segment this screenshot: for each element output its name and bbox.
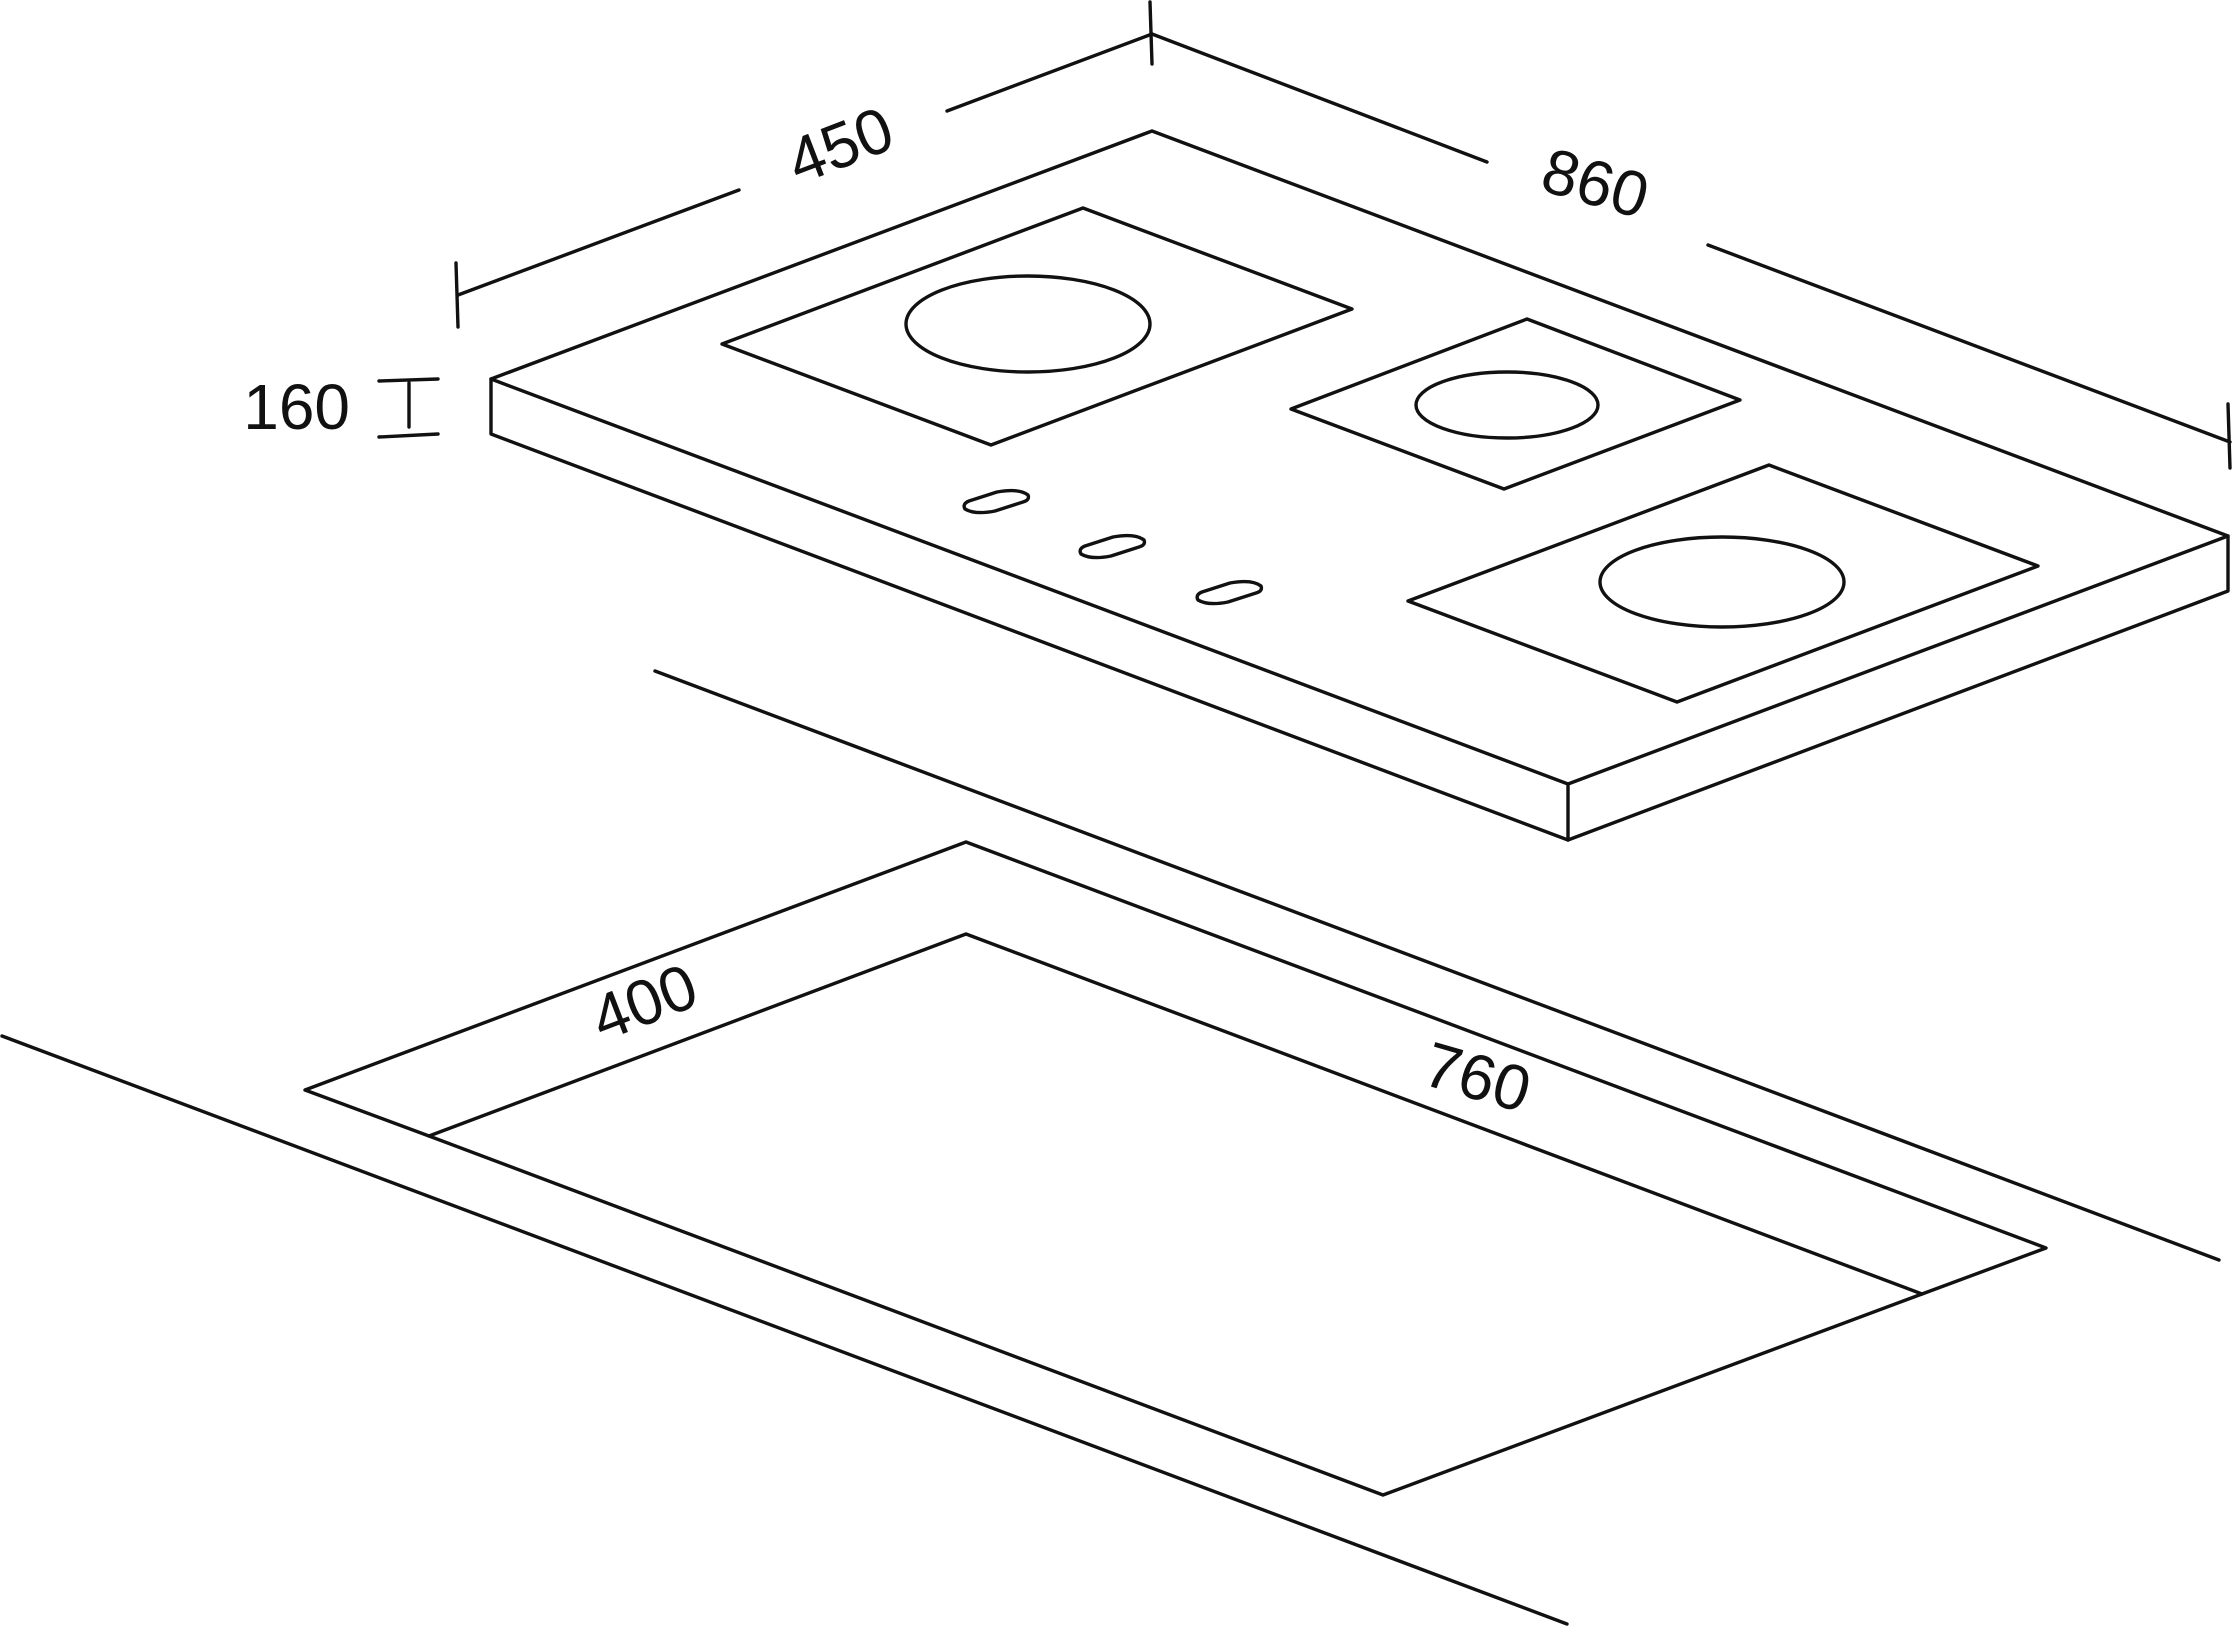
dimension-line-width-left [456,188,741,297]
cooktop [489,129,2230,842]
dimension-label-length: 860 [1534,134,1656,233]
cooktop-front-left-edge [489,377,1570,842]
control-knob [1078,533,1147,560]
burner-ring-left [904,274,1152,374]
dimension-label-height: 160 [243,371,350,443]
dimension-length: 860 [1150,32,2232,470]
dimension-line-length-left [1150,32,1489,164]
burner-zone-right-bottom [1406,463,2040,704]
dimension-line-length-right [1706,243,2232,444]
cutout-inner-outline [427,932,1924,1497]
control-knob [962,488,1031,515]
cooktop-top-surface [489,129,2230,786]
dimension-height: 160 [243,371,440,443]
dimension-label-width: 450 [777,93,902,198]
dimension-tick-width-left [454,261,460,329]
dimension-tick-height-bottom [377,432,440,439]
cutout: 400 760 [303,840,2048,1497]
burner-ring-right-bottom [1598,535,1846,629]
control-knobs [962,488,1264,606]
dimension-tick-length-right [2226,402,2232,470]
burner-plate-right-bottom [1406,463,2040,704]
counter-front-edge [0,1034,1569,1626]
counter-edges [0,669,2221,1626]
burner-ring-right-top [1414,370,1600,440]
dimension-tick-height-top [377,377,440,383]
burner-plate-left [720,206,1354,447]
dimension-line-width-right [945,32,1154,113]
control-knob [1195,579,1264,606]
cutout-outer-outline [303,840,2048,1296]
cooktop-front-right-edge [1566,534,2230,842]
counter-back-edge [653,669,2221,1262]
burner-zone-left [720,206,1354,447]
burner-zone-right-top [1289,317,1742,491]
burner-plate-right-top [1289,317,1742,491]
